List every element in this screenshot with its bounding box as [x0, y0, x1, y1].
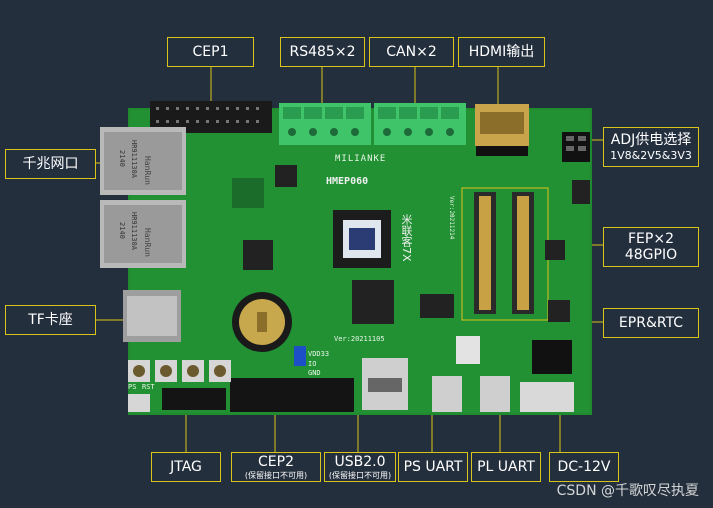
tact-buttons	[128, 360, 231, 412]
label-usb-text: USB2.0	[334, 453, 386, 470]
label-pluart-text: PL UART	[477, 458, 535, 475]
label-gige: 千兆网口	[5, 149, 96, 179]
rj45-part-2: HR911130A	[130, 212, 138, 250]
label-can-text: CAN×2	[386, 43, 437, 60]
pl-uart-connector	[480, 376, 510, 412]
label-jtag: JTAG	[151, 452, 221, 482]
rj45-part-1: HR911130A	[130, 140, 138, 178]
label-psuart: PS UART	[398, 452, 468, 482]
label-can: CAN×2	[369, 37, 454, 67]
board-version-2: Ver:20211214	[448, 196, 455, 240]
board-brand: MILIANKE	[335, 154, 387, 164]
label-eprrtc-text: EPR&RTC	[618, 314, 684, 331]
label-adj-sub: 1V8&2V5&3V3	[610, 148, 692, 162]
cep2-header	[230, 378, 354, 412]
label-hdmi-text: HDMI输出	[468, 43, 535, 60]
label-usb-note: (保留接口不可用)	[328, 470, 392, 480]
label-hdmi: HDMI输出	[458, 37, 545, 67]
board-vdd: VDD33	[308, 350, 330, 358]
label-gige-text: 千兆网口	[22, 155, 79, 172]
label-cep1: CEP1	[167, 37, 254, 67]
flash-chip	[352, 280, 394, 324]
label-rs485: RS485×2	[280, 37, 365, 67]
board-chip-cn: 米联客7X	[400, 214, 413, 262]
jtag-header	[162, 388, 226, 410]
label-usb: USB2.0(保留接口不可用)	[324, 452, 396, 482]
board-btn-ps: PS	[128, 383, 137, 391]
label-rs485-text: RS485×2	[289, 43, 356, 60]
label-tf: TF卡座	[5, 305, 96, 335]
label-cep2: CEP2(保留接口不可用)	[231, 452, 321, 482]
board-gnd: GND	[308, 369, 321, 377]
label-fep-title: FEP×2	[628, 230, 674, 247]
board-version: Ver:20211105	[334, 335, 385, 343]
watermark: CSDN @千歌叹尽执夏	[556, 483, 699, 499]
label-dc-text: DC-12V	[557, 458, 611, 475]
label-jtag-text: JTAG	[170, 458, 202, 475]
label-tf-text: TF卡座	[28, 311, 73, 328]
label-cep2-text: CEP2	[258, 453, 294, 470]
board-model: HMEP060	[326, 176, 369, 187]
rj45-code-2: 2140	[118, 222, 126, 239]
rj45-code-1: 2140	[118, 150, 126, 167]
label-pluart: PL UART	[471, 452, 541, 482]
board-io: IO	[308, 360, 317, 368]
dc-jack	[520, 382, 574, 412]
label-dc: DC-12V	[549, 452, 619, 482]
label-cep1-text: CEP1	[192, 43, 229, 60]
label-adj-title: ADJ供电选择	[610, 131, 692, 148]
label-fep-sub: 48GPIO	[624, 247, 678, 263]
rj45-brand-1: HanRun	[143, 156, 152, 185]
label-cep2-note: (保留接口不可用)	[244, 470, 308, 480]
ps-uart-connector	[432, 376, 462, 412]
board-btn-rst: RST	[142, 383, 155, 391]
label-psuart-text: PS UART	[403, 458, 463, 475]
rj45-brand-2: HanRun	[143, 228, 152, 257]
label-eprrtc: EPR&RTC	[603, 308, 699, 338]
